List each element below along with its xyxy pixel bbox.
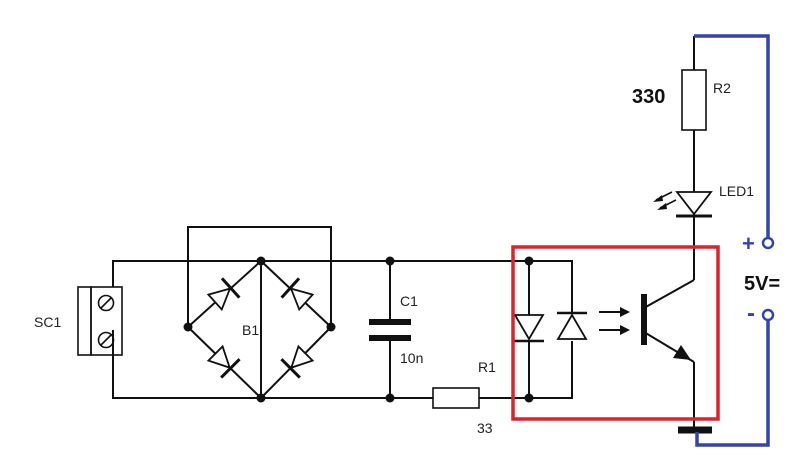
sc1-label: SC1 — [34, 314, 61, 330]
minus-terminal-label: - — [747, 300, 755, 327]
capacitor-c1: C1 10n — [369, 293, 423, 366]
c1-label: C1 — [400, 293, 418, 309]
r1-value: 33 — [477, 420, 493, 436]
r2-value: 330 — [632, 86, 665, 108]
supply-wires — [694, 34, 775, 447]
optocoupler-highlight-box — [511, 245, 720, 421]
resistor-r2: R2 330 — [632, 69, 731, 131]
supply-voltage-label: 5V= — [744, 273, 780, 295]
bridge-rectifier-b1: B1 — [187, 260, 332, 399]
led1-label: LED1 — [719, 183, 754, 199]
c1-value: 10n — [400, 350, 423, 366]
phototransistor — [641, 279, 695, 363]
plus-terminal-label: + — [742, 231, 755, 256]
b1-label: B1 — [242, 322, 259, 338]
terminal-block-sc1: SC1 — [34, 286, 123, 356]
led-led1: LED1 — [653, 183, 754, 218]
junction-dots — [183, 256, 534, 403]
main-wires — [112, 36, 695, 428]
resistor-r1: R1 33 — [432, 359, 496, 436]
optocoupler-input-diodes — [513, 307, 630, 343]
r2-label: R2 — [713, 80, 731, 96]
r1-label: R1 — [478, 359, 496, 375]
